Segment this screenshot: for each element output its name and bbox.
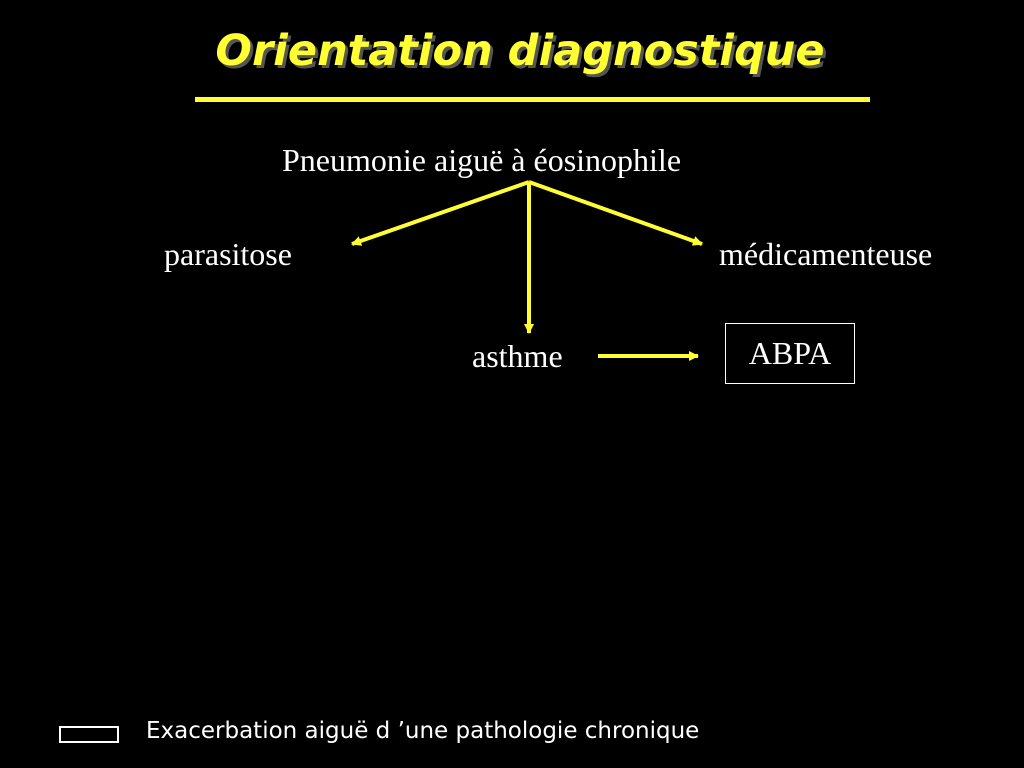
node-asthme: asthme: [472, 338, 563, 374]
legend-text: Exacerbation aiguë d ’une pathologie chr…: [146, 718, 700, 744]
node-abpa-box: ABPA: [725, 323, 855, 384]
arrow-root-to-parasitose: [351, 180, 530, 246]
node-parasitose: parasitose: [164, 236, 292, 272]
node-medicamenteuse: médicamenteuse: [719, 236, 933, 272]
slide-title: Orientation diagnostique: [215, 26, 825, 76]
title-underline: [195, 97, 870, 102]
arrow-root-to-medicamenteuse: [528, 180, 703, 246]
node-pneumonie: Pneumonie aiguë à éosinophile: [282, 142, 682, 178]
legend-swatch: [59, 726, 119, 743]
